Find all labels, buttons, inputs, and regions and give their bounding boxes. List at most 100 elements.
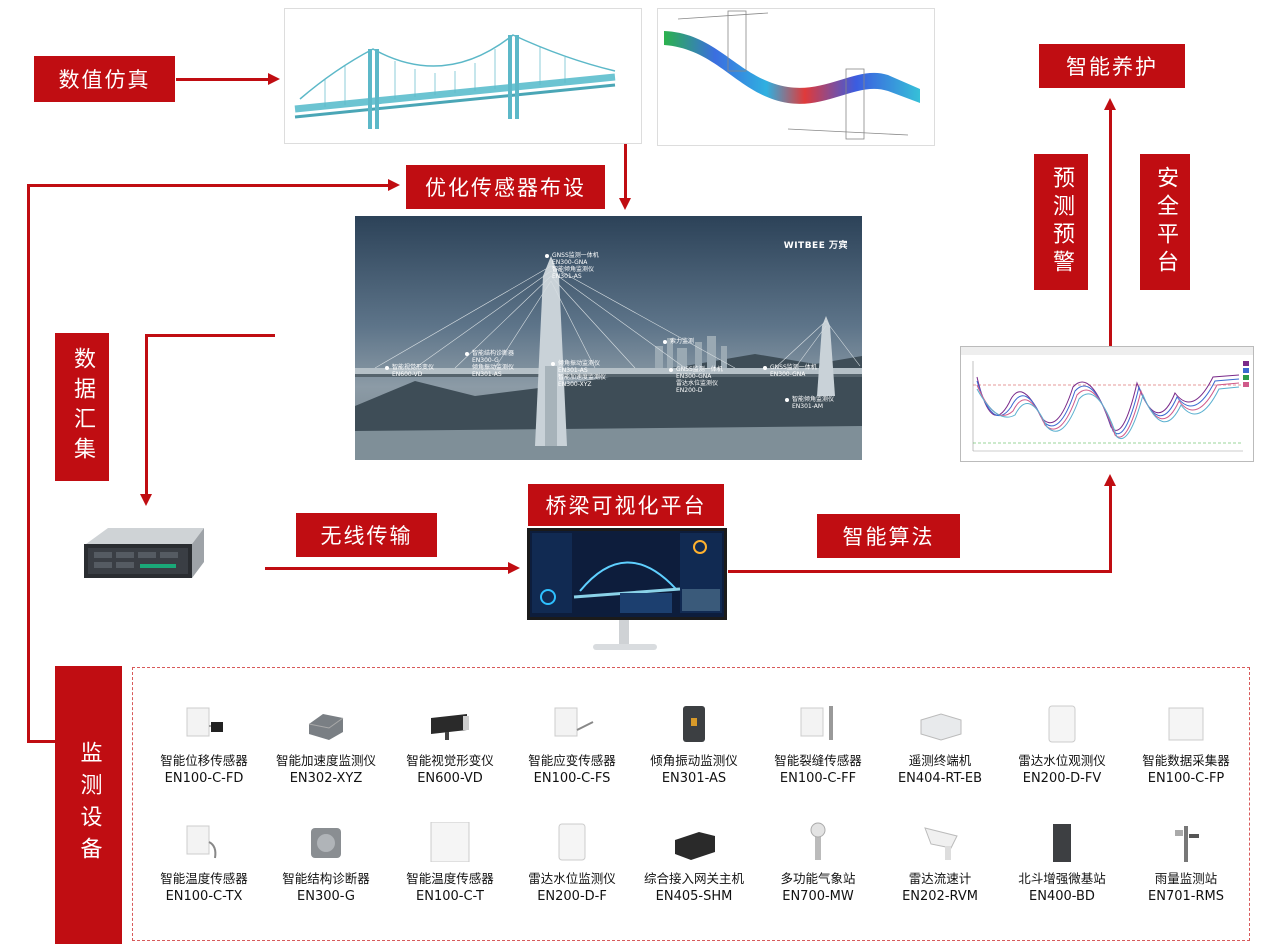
label-predict-warn-text: 预测预警 — [1049, 166, 1074, 278]
device-model: EN100-C-TX — [165, 889, 243, 904]
base-station-icon — [1053, 824, 1071, 862]
callout-gnss-right-l1-text: GNSS监测一体机 — [770, 364, 817, 371]
callout-gnss-right: GNSS监测一体机 EN300-GNA — [763, 364, 817, 378]
temp-probe-icon — [186, 825, 217, 859]
fea-analysis-panel — [657, 8, 935, 146]
rtu-icon — [920, 713, 962, 741]
device-name: 智能温度传感器 — [160, 871, 248, 886]
callout-tilt-accel: 倾角振动监测仪 EN301-AS 智能加速度监测仪 EN300-XYZ — [551, 360, 606, 388]
arrow-fea-down — [619, 198, 631, 210]
device-icon-wrap — [756, 700, 880, 744]
callout-vision-l1-text: 智能视觉形变仪 — [392, 364, 435, 371]
diagnostic-icon — [311, 828, 341, 858]
device-model: EN100-C-FF — [779, 771, 857, 786]
callout-tilt-accel-l1-text: 倾角振动监测仪 — [558, 360, 601, 367]
label-numerical-sim: 数值仿真 — [34, 56, 175, 102]
crack-sensor-icon — [800, 706, 833, 740]
callout-gnss-top-l2: EN300-GNA — [552, 259, 588, 266]
device-model: EN100-C-FS — [533, 771, 611, 786]
device-model: EN300-G — [297, 889, 355, 904]
device-model: EN100-C-FD — [164, 771, 244, 786]
analysis-chart-drawing — [961, 347, 1253, 452]
device-model: EN700-MW — [782, 889, 854, 904]
device-model: EN404-RT-EB — [897, 771, 983, 786]
callout-gnss-top-l1-text: GNSS监测一体机 — [552, 252, 599, 259]
device-name: 智能结构诊断器 — [282, 871, 370, 886]
device-item: 智能温度传感器 EN100-C-TX — [142, 818, 266, 904]
device-icon-wrap — [388, 818, 512, 862]
label-data-collect: 数据汇集 — [55, 333, 109, 481]
line-algo-v — [1109, 486, 1112, 573]
callout-cable-force: 索力监测 — [663, 338, 694, 345]
device-name: 智能温度传感器 — [406, 871, 494, 886]
callout-structure-l1: 智能结构诊断器 — [465, 350, 514, 357]
device-model: EN200-D-FV — [1022, 771, 1102, 786]
line-left-top — [27, 184, 389, 187]
rain-gauge-icon — [1175, 826, 1199, 862]
device-icon-wrap — [142, 818, 266, 862]
callout-vision: 智能视觉形变仪 EN600-VD — [385, 364, 434, 378]
gateway-icon — [675, 832, 715, 860]
device-item: 智能数据采集器 EN100-C-FP — [1124, 700, 1248, 786]
callout-gnss-top-l3: 智能倾角监测仪 — [552, 266, 595, 273]
label-safety-platform: 安全平台 — [1140, 154, 1190, 290]
callout-dot — [763, 365, 767, 370]
callout-dot — [385, 365, 389, 370]
device-icon-wrap — [510, 700, 634, 744]
device-icon-wrap — [264, 818, 388, 862]
label-platform: 桥梁可视化平台 — [528, 484, 724, 526]
device-name: 智能裂缝传感器 — [774, 753, 862, 768]
callout-dot — [785, 397, 789, 402]
arrow-to-platform — [508, 562, 520, 574]
device-model: EN100-C-FP — [1147, 771, 1225, 786]
callout-dot — [545, 253, 549, 258]
monitor-screen — [527, 528, 727, 620]
dashboard-preview — [530, 531, 724, 617]
tilt-sensor-icon — [683, 706, 705, 742]
temp-box-icon — [430, 822, 470, 862]
arrow-to-optimize — [388, 179, 400, 191]
callout-dot — [663, 339, 667, 344]
monitor-base — [593, 644, 657, 650]
device-icon-wrap — [388, 700, 512, 744]
label-algorithm: 智能算法 — [817, 514, 960, 558]
device-item: 智能结构诊断器 EN300-G — [264, 818, 388, 904]
device-icon-wrap — [1000, 700, 1124, 744]
line-left-bottom — [27, 740, 55, 743]
device-model: EN200-D-F — [537, 889, 607, 904]
callout-gnss-radar-l1: GNSS监测一体机 — [669, 366, 723, 373]
bridge-model-drawing — [294, 34, 616, 129]
device-model: EN302-XYZ — [289, 771, 363, 786]
arrow-to-server — [140, 494, 152, 506]
arrow-sim-to-model — [268, 73, 280, 85]
device-name: 智能数据采集器 — [1142, 753, 1230, 768]
device-icon-wrap — [632, 818, 756, 862]
bridge-photo-scene — [355, 256, 862, 460]
callout-gnss-top-l4: EN301-AS — [552, 273, 582, 280]
callout-dot — [465, 351, 469, 356]
device-name: 雷达流速计 — [908, 871, 972, 886]
bridge-photo: WITBEE 万宾 GNSS监测一体机 EN300-GNA 智能倾角监测仪 EN… — [355, 216, 862, 460]
device-item: 智能裂缝传感器 EN100-C-FF — [756, 700, 880, 786]
callout-vision-l2: EN600-VD — [392, 371, 423, 378]
callout-gnss-radar-l2: EN300-GNA — [676, 373, 712, 380]
callout-cable-force-l1: 索力监测 — [663, 338, 694, 345]
callout-tilt-accel-l2: EN301-AS — [558, 367, 588, 374]
brand-logo: WITBEE 万宾 — [783, 241, 848, 251]
callout-tilt-accel-l4: EN300-XYZ — [558, 381, 592, 388]
device-name: 倾角振动监测仪 — [650, 753, 738, 768]
callout-gnss-radar-l1-text: GNSS监测一体机 — [676, 366, 723, 373]
accelerometer-icon — [308, 714, 344, 740]
radar-level-icon — [558, 823, 586, 861]
callout-tilt-right-l1: 智能倾角监测仪 — [785, 396, 834, 403]
line-collect-v — [145, 334, 148, 494]
label-monitor-devices: 监测设备 — [55, 666, 122, 944]
label-safety-platform-text: 安全平台 — [1153, 166, 1178, 278]
monitor-neck — [619, 620, 629, 646]
